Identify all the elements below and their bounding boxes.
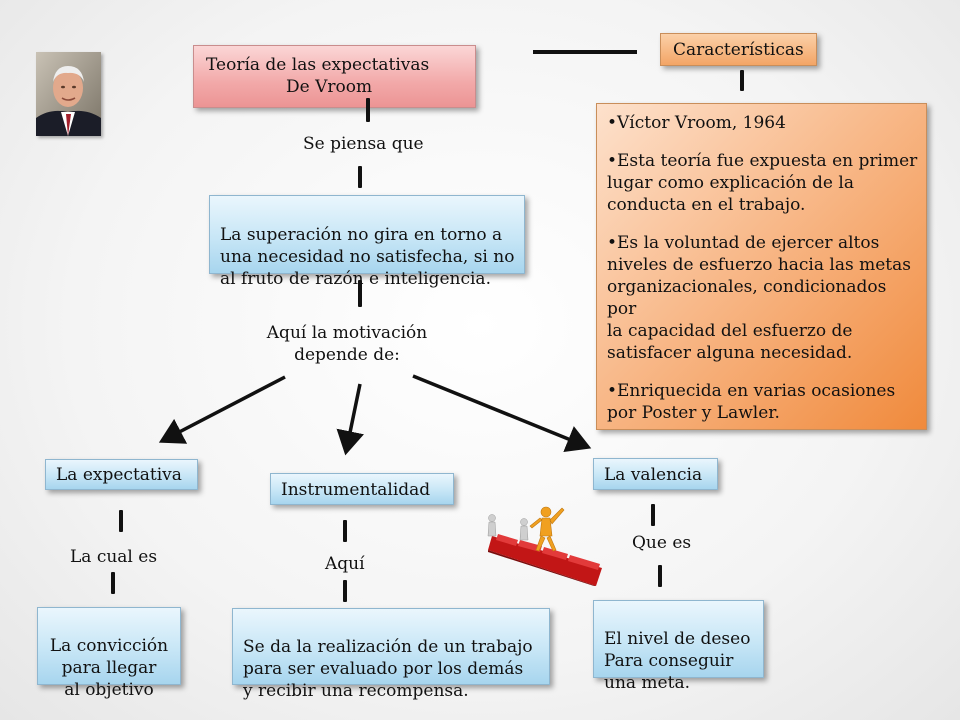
premise-text: La superación no gira en torno a una nec… bbox=[220, 225, 515, 289]
follower-figures bbox=[487, 514, 529, 541]
branch-1-tick-a bbox=[119, 510, 123, 532]
stairs-clipart bbox=[478, 500, 604, 586]
arrow-to-expectativa bbox=[158, 375, 286, 444]
title-connector bbox=[366, 98, 370, 122]
characteristic-item: •Enriquecida en varias ocasiones por Pos… bbox=[607, 381, 896, 423]
branch-2-detail: Se da la realización de un trabajo para … bbox=[232, 608, 550, 701]
branch-3-tick-a bbox=[651, 504, 655, 526]
arrow-to-instrumentalidad bbox=[336, 383, 364, 456]
branch-valencia: La valencia bbox=[593, 458, 718, 490]
branch-1-tick-b bbox=[111, 572, 115, 594]
branch-2-tick-a bbox=[343, 520, 347, 542]
premise-box: La superación no gira en torno a una nec… bbox=[209, 195, 525, 289]
branch-instrumentalidad: Instrumentalidad bbox=[270, 473, 454, 505]
title-line-1: Teoría de las expectativas bbox=[206, 55, 430, 75]
characteristics-box: •Víctor Vroom, 1964 •Esta teoría fue exp… bbox=[596, 103, 927, 430]
arrow-to-valencia bbox=[412, 374, 592, 453]
branch-expectativa: La expectativa bbox=[45, 459, 198, 490]
branch-2-tick-b bbox=[343, 580, 347, 602]
branch-1-detail-text: La convicción para llegar al objetivo bbox=[49, 636, 169, 700]
connector-se-piensa-que: Se piensa que bbox=[303, 134, 424, 154]
branch-1-connector: La cual es bbox=[70, 547, 158, 567]
connector-tick-2 bbox=[358, 280, 362, 307]
branch-1-detail: La convicción para llegar al objetivo bbox=[37, 607, 181, 700]
characteristics-header-label: Características bbox=[673, 40, 804, 60]
branch-expectativa-label: La expectativa bbox=[56, 465, 182, 485]
branch-2-detail-text: Se da la realización de un trabajo para … bbox=[243, 637, 533, 701]
characteristic-item: •Esta teoría fue expuesta en primer luga… bbox=[607, 151, 918, 215]
connector-motivacion: Aquí la motivación depende de: bbox=[266, 323, 428, 365]
characteristics-header: Características bbox=[660, 33, 817, 66]
branch-valencia-label: La valencia bbox=[604, 465, 703, 485]
title-box: Teoría de las expectativas De Vroom bbox=[193, 45, 476, 108]
branch-3-detail: El nivel de deseo Para conseguir una met… bbox=[593, 600, 764, 693]
connector-tick-1 bbox=[358, 166, 362, 188]
branch-3-detail-text: El nivel de deseo Para conseguir una met… bbox=[604, 629, 751, 693]
characteristic-item: •Es la voluntad de ejercer altos niveles… bbox=[607, 233, 911, 363]
lead-figure bbox=[529, 506, 565, 552]
branch-3-connector: Que es bbox=[632, 533, 692, 553]
title-line-2: De Vroom bbox=[286, 77, 373, 97]
characteristic-item: •Víctor Vroom, 1964 bbox=[607, 113, 786, 133]
branch-instrumentalidad-label: Instrumentalidad bbox=[281, 480, 431, 500]
branch-3-tick-b bbox=[658, 565, 662, 587]
title-to-characteristics-line bbox=[533, 50, 637, 54]
branch-2-connector: Aquí bbox=[325, 554, 365, 574]
portrait-photo bbox=[36, 52, 101, 136]
characteristics-connector bbox=[740, 70, 744, 91]
